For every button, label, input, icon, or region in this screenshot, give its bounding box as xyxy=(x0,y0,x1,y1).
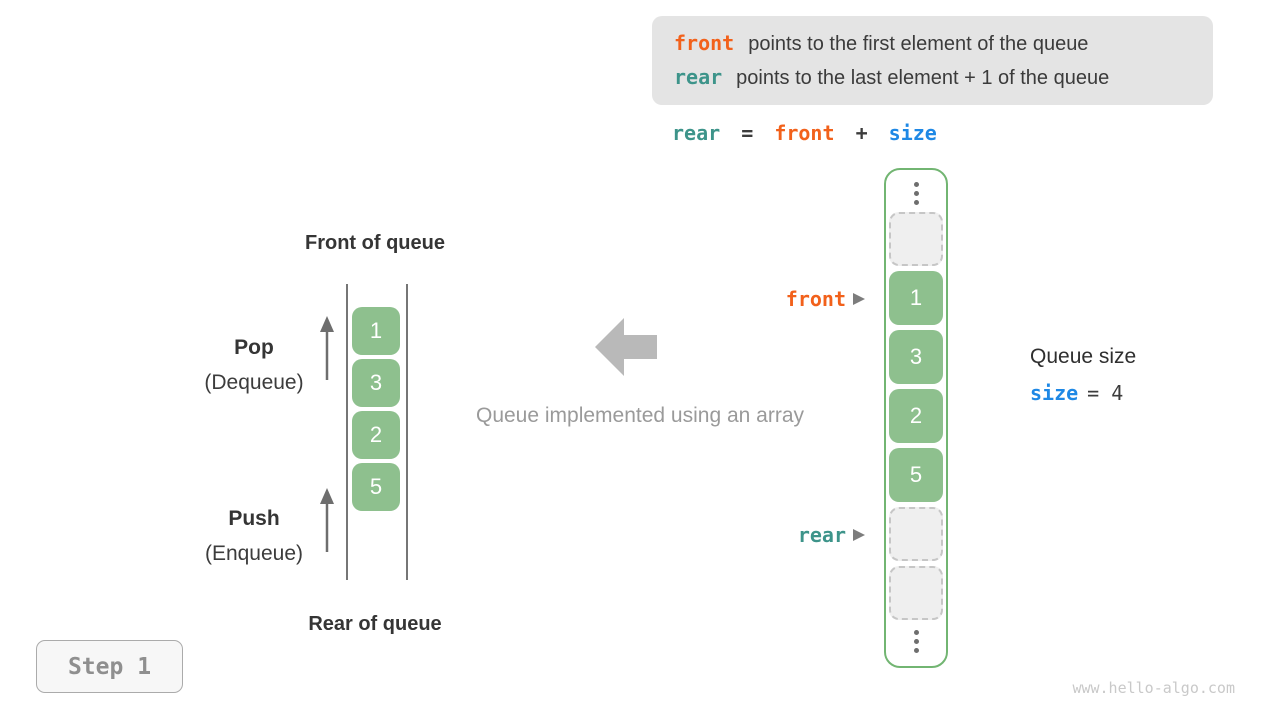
watermark: www.hello-algo.com xyxy=(1072,679,1235,697)
front-of-queue-label: Front of queue xyxy=(305,232,445,254)
size-value: = 4 xyxy=(1087,381,1124,405)
formula-size: size xyxy=(888,121,937,145)
array-cell-5: 5 xyxy=(889,448,943,502)
size-keyword: size xyxy=(1030,381,1079,405)
push-label-group: Push (Enqueue) xyxy=(174,507,334,566)
rear-pointer-label: rear xyxy=(797,523,846,547)
dequeue-label: (Dequeue) xyxy=(204,371,304,394)
pointer-definition-box: front points to the first element of the … xyxy=(652,16,1213,105)
queue-channel-left-wall xyxy=(346,284,348,580)
queue-channel-right-wall xyxy=(406,284,408,580)
big-left-arrow-icon xyxy=(595,318,657,376)
front-pointer-label: front xyxy=(785,287,846,311)
ellipsis-top-icon xyxy=(886,182,946,205)
array-cell-empty-top xyxy=(889,212,943,266)
queue-size-title: Queue size xyxy=(1030,345,1137,368)
queue-size-value-line: size = 4 xyxy=(1030,381,1123,406)
diagram-caption: Queue implemented using an array xyxy=(475,404,805,427)
formula-equals: = xyxy=(741,121,754,145)
formula-rear: rear xyxy=(672,121,721,145)
pop-label-group: Pop (Dequeue) xyxy=(174,336,334,395)
front-keyword: front xyxy=(674,31,735,55)
queue-cell-3: 3 xyxy=(352,359,400,407)
array-cell-empty-bottom xyxy=(889,566,943,620)
push-up-arrow-icon xyxy=(320,488,334,552)
enqueue-label: (Enqueue) xyxy=(204,542,304,565)
queue-cell-1: 1 xyxy=(352,307,400,355)
array-cell-1: 1 xyxy=(889,271,943,325)
front-definition: front points to the first element of the … xyxy=(674,31,1213,56)
rear-definition: rear points to the last element + 1 of th… xyxy=(674,65,1213,90)
array-column: 1 3 2 5 xyxy=(884,168,948,668)
queue-cell-5: 5 xyxy=(352,463,400,511)
front-pointer-arrow-icon xyxy=(853,293,865,305)
array-cell-3: 3 xyxy=(889,330,943,384)
pop-up-arrow-icon xyxy=(320,316,334,380)
rear-front-size-formula: rear = front + size xyxy=(672,121,946,145)
array-cell-empty-rear xyxy=(889,507,943,561)
rear-definition-text: points to the last element + 1 of the qu… xyxy=(736,67,1110,89)
front-definition-text: points to the first element of the queue xyxy=(748,33,1089,55)
pop-label: Pop xyxy=(234,336,274,359)
queue-cell-2: 2 xyxy=(352,411,400,459)
formula-plus: + xyxy=(855,121,868,145)
push-label: Push xyxy=(228,507,280,530)
step-badge: Step 1 xyxy=(36,640,183,693)
rear-pointer-arrow-icon xyxy=(853,529,865,541)
ellipsis-bottom-icon xyxy=(886,630,946,653)
rear-of-queue-label: Rear of queue xyxy=(308,613,442,635)
formula-front: front xyxy=(774,121,835,145)
array-cell-2: 2 xyxy=(889,389,943,443)
rear-keyword: rear xyxy=(674,65,723,89)
